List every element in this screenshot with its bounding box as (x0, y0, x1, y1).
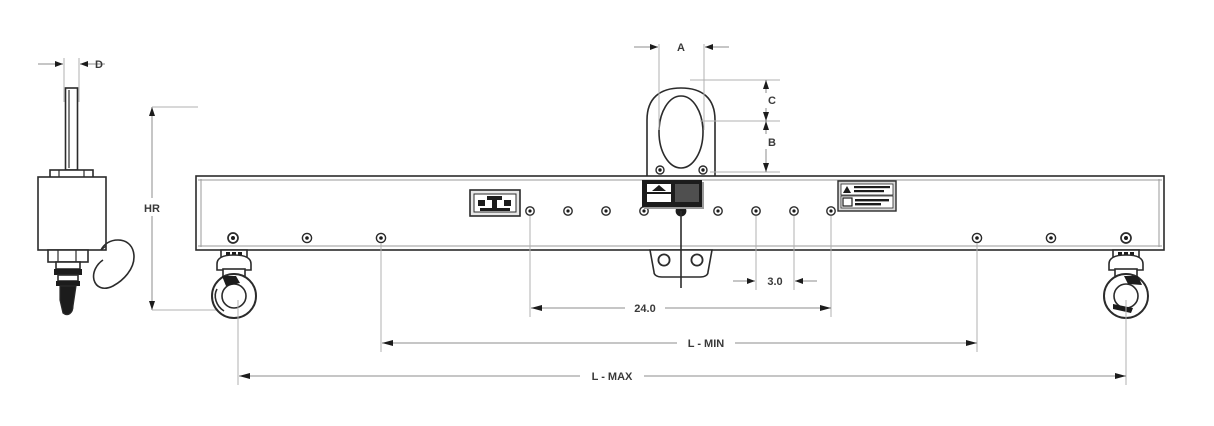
upper-hole-8-bore (792, 209, 796, 213)
lifting-bail-assembly: A C B (634, 42, 780, 179)
span-arrow-right (820, 305, 831, 311)
lower-hole-left-2-bore (305, 236, 309, 240)
b-dimension-label: B (768, 137, 776, 149)
lower-hole-row (227, 232, 1132, 244)
placard-right-row2-textline-2 (855, 203, 881, 206)
lower-hole-right-1-bore (975, 236, 979, 240)
side-view-body (37, 176, 107, 251)
lower-hole-left-1-bore (231, 236, 235, 240)
d-dimension-label: D (95, 59, 103, 71)
placard-right-row2-textline-1 (855, 199, 889, 202)
pitch-arrow-left (747, 278, 755, 284)
placard-right (837, 180, 897, 212)
placard-left-graphic-l (478, 200, 485, 206)
pitch-dimension-label: 3.0 (767, 276, 782, 288)
right-hook-latch (1124, 276, 1142, 285)
upper-hole-3-bore (604, 209, 608, 213)
pitch-arrow-right (795, 278, 803, 284)
d-arrow-right (80, 61, 88, 67)
b-arrow-bottom (763, 163, 769, 172)
placard-right-box-icon (842, 197, 853, 207)
side-view-swivel-base (55, 261, 81, 270)
upper-hole-9-bore (829, 209, 833, 213)
left-hook-latch (222, 276, 240, 286)
placard-left-graphic-r (504, 200, 511, 206)
bottom-center-lug (649, 211, 713, 288)
side-view-swivel-nut (54, 269, 82, 275)
placard-center (642, 180, 704, 209)
c-label-mask (759, 93, 775, 108)
span-label-mask (625, 299, 665, 315)
lmin-arrow-left (382, 340, 393, 346)
b-label-mask (759, 134, 775, 149)
lmax-arrow-left (239, 373, 250, 379)
a-arrow-right (705, 44, 713, 50)
left-hook-assembly (211, 249, 257, 319)
c-arrow-top (763, 80, 769, 89)
side-view-swivel-collar (56, 281, 80, 286)
right-hook-assembly (1103, 249, 1149, 319)
bottom-lug-hole-right (690, 253, 704, 267)
bottom-lug-hole-left (657, 253, 671, 267)
side-view-rod (64, 87, 79, 171)
hr-label-mask (144, 198, 166, 216)
placard-right-row1-textline-1 (854, 186, 890, 189)
lower-hole-left-3-bore (379, 236, 383, 240)
upper-hole-1-bore (528, 209, 532, 213)
side-view-swivel-washer (57, 274, 79, 282)
right-hook-tip (1113, 304, 1133, 313)
side-view-hook-shank-outline (59, 285, 77, 316)
upper-hole-4-bore (642, 209, 646, 213)
side-view-hook-stem (100, 245, 107, 251)
placard-left-graphic-base (480, 208, 510, 211)
placard-right-row1-textline-2 (854, 190, 884, 193)
left-hook-swivel-cap (216, 254, 252, 271)
l-max-dimension: L - MAX (237, 300, 1127, 385)
lmax-arrow-right (1115, 373, 1126, 379)
hr-arrow-top (149, 107, 155, 116)
b-arrow-top (763, 121, 769, 130)
upper-hole-6-bore (716, 209, 720, 213)
c-dimension-label: C (768, 95, 776, 107)
placard-left (469, 189, 521, 217)
side-view-hook-profile (92, 239, 135, 289)
hr-arrow-bottom (149, 301, 155, 310)
lower-hole-right-3-bore (1124, 236, 1128, 240)
right-hook-swivel-cap (1108, 254, 1144, 271)
upper-hole-2-bore (566, 209, 570, 213)
bail-inner-opening (658, 95, 704, 169)
lmin-arrow-right (966, 340, 977, 346)
hole-pitch-dimension: 3.0 (733, 216, 817, 290)
bail-bolt-left-center (658, 168, 662, 172)
lmin-dimension-label: L - MIN (688, 338, 725, 350)
placard-right-row-1 (840, 183, 894, 196)
left-hook-tip (214, 288, 225, 312)
a-dimension-label: A (677, 42, 685, 54)
c-arrow-bottom (763, 112, 769, 121)
placard-center-text-area (647, 194, 671, 202)
lmax-label-mask (580, 367, 644, 383)
side-view-lower-collar (47, 249, 89, 263)
bail-bolt-right-center (701, 168, 705, 172)
placard-left-graphic-top (487, 196, 502, 200)
side-view-assembly: D (37, 58, 135, 316)
placard-left-graphic-stem (492, 200, 497, 210)
lower-hole-right-2-bore (1049, 236, 1053, 240)
lmin-label-mask (677, 334, 735, 350)
d-arrow-left (55, 61, 63, 67)
l-min-dimension: L - MIN (380, 243, 978, 352)
placard-right-warning-icon (843, 186, 851, 193)
placard-center-triangle-icon (652, 185, 666, 191)
lmax-dimension-label: L - MAX (592, 371, 633, 383)
side-view-hook-shank (60, 286, 76, 315)
span-dimension-label: 24.0 (634, 303, 655, 315)
placard-center-right-area (675, 184, 699, 202)
upper-hole-7-bore (754, 209, 758, 213)
a-arrow-left (650, 44, 658, 50)
hr-dimension-label: HR (144, 203, 160, 215)
left-hook-body-inner (221, 283, 247, 309)
center-span-dimension: 24.0 (529, 216, 832, 317)
span-arrow-left (531, 305, 542, 311)
